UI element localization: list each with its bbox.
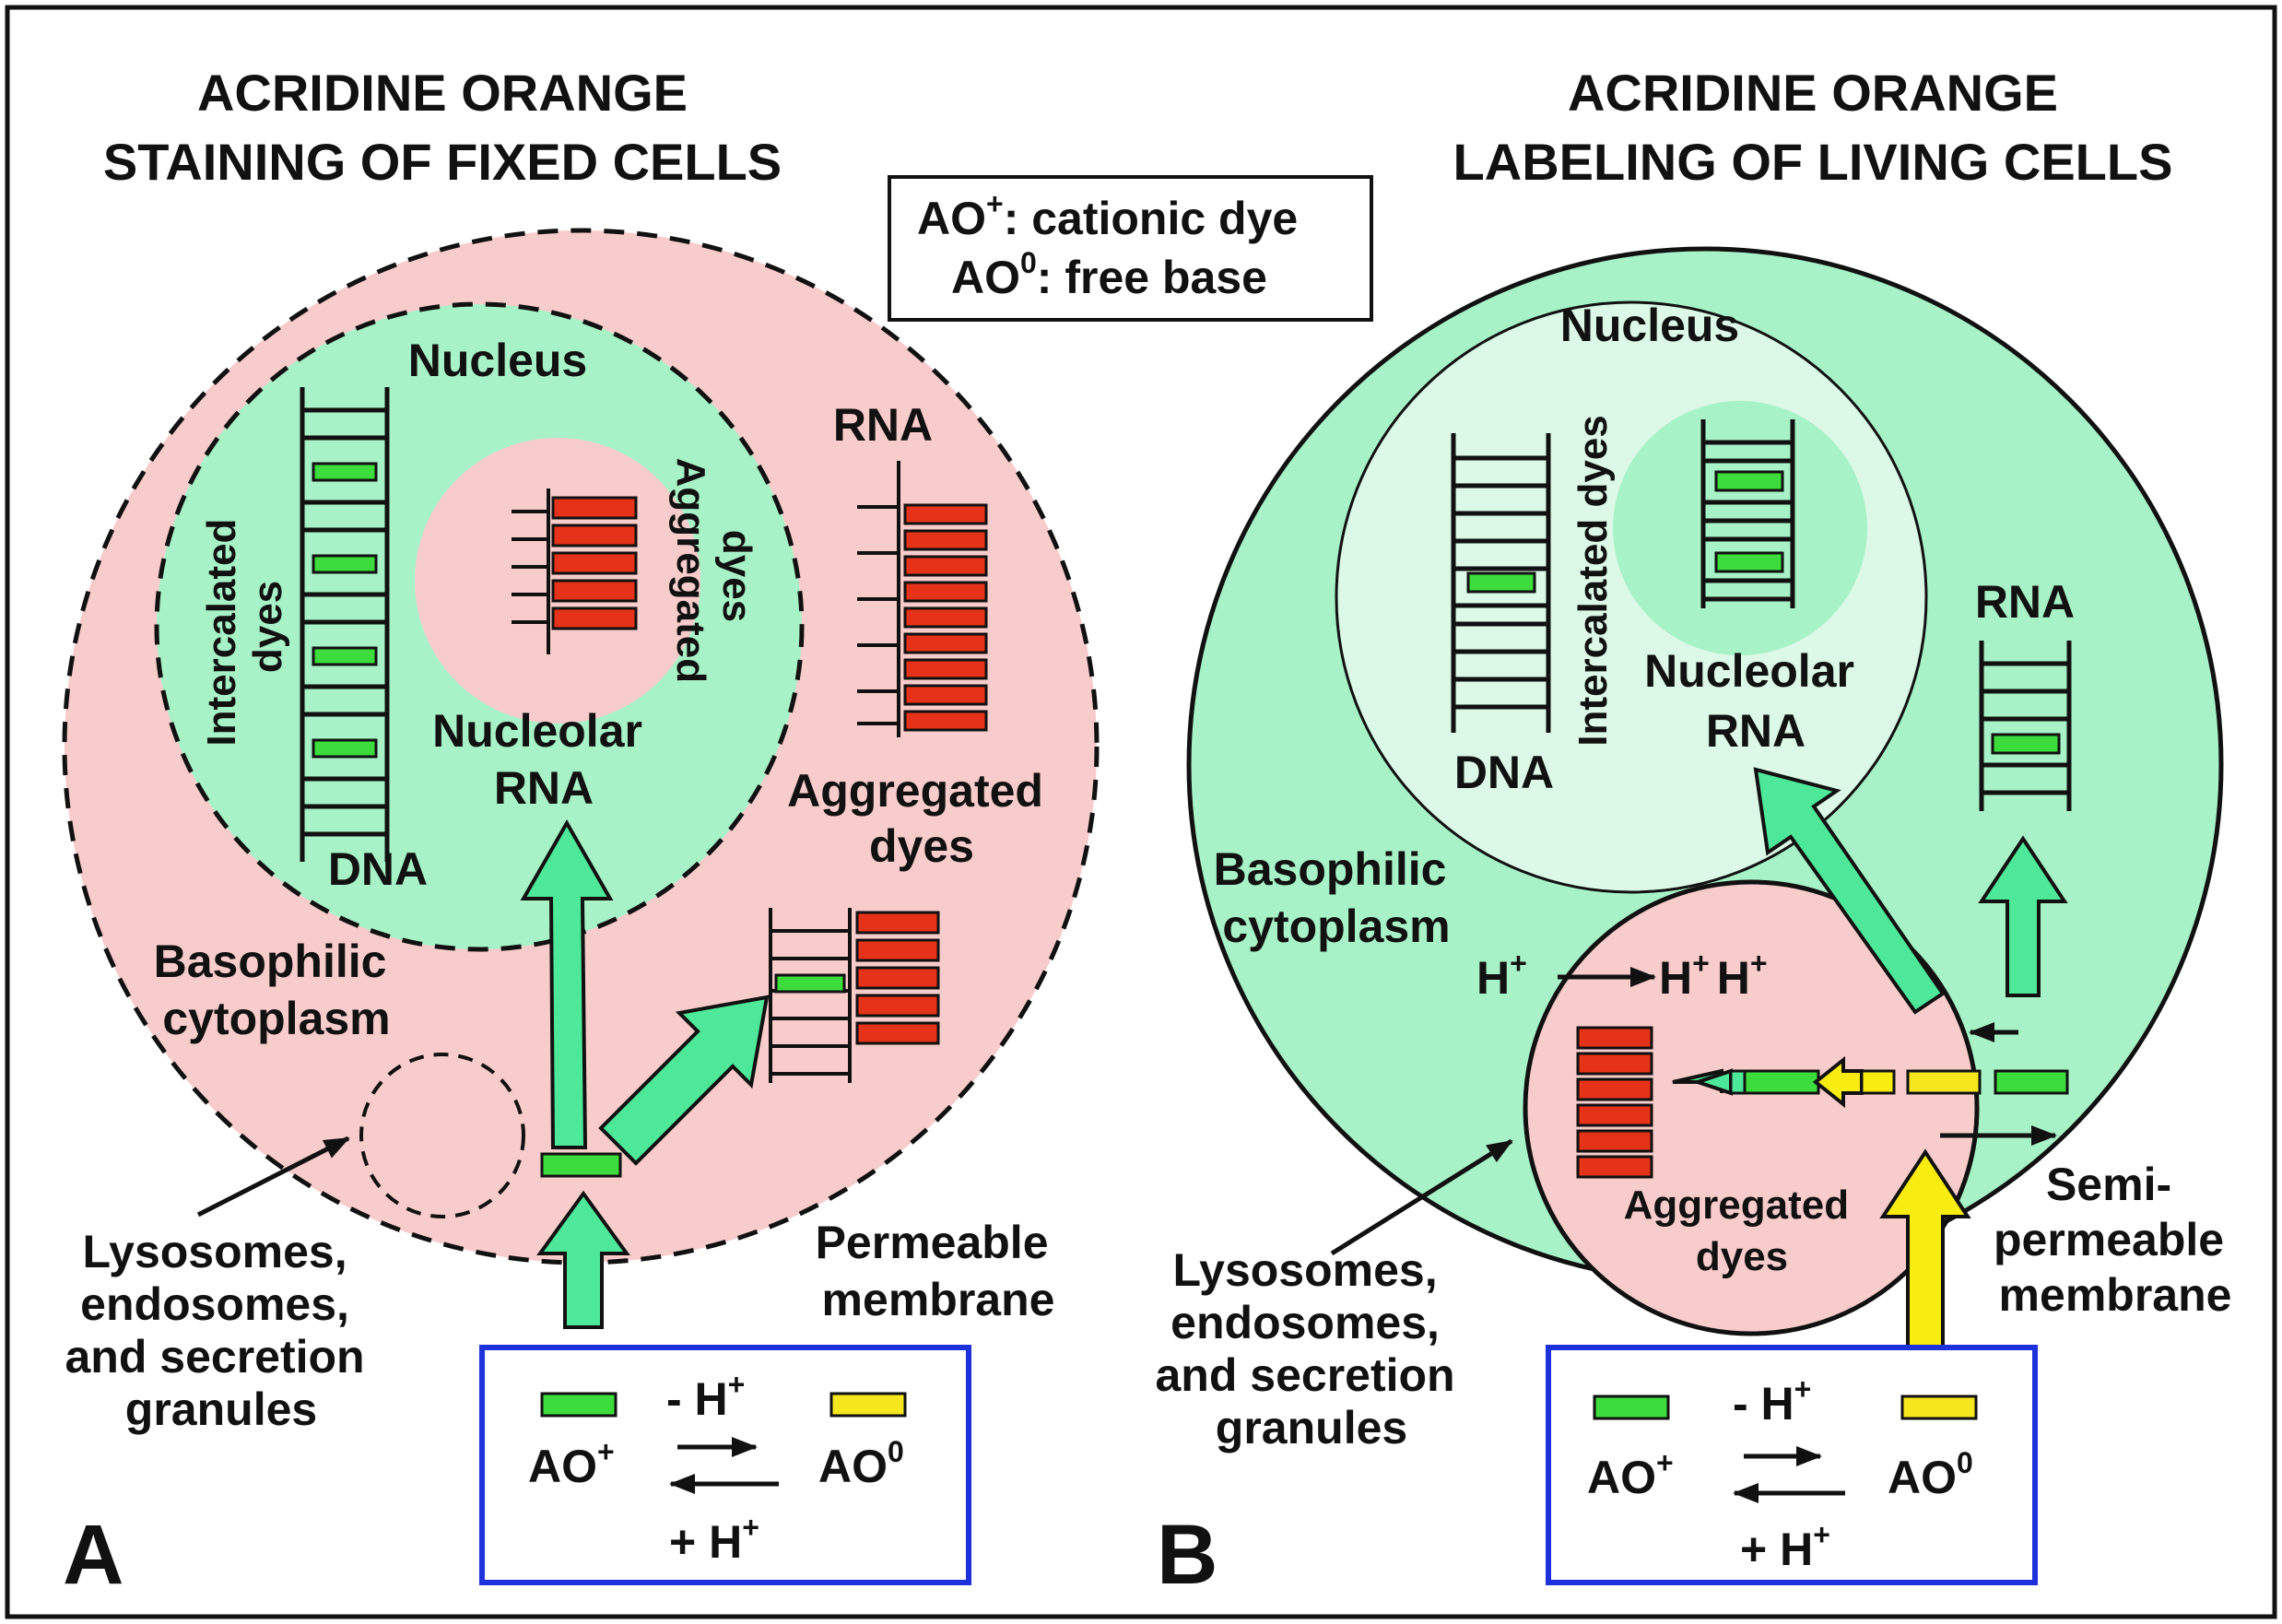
lysosome-pointer-a [196,1136,350,1218]
panel-a-rna-label: RNA [833,399,933,451]
dna-ladder-b [1451,433,1551,733]
legend: AO+: cationic dye AO0: free base [888,175,1373,322]
panel-b-aggregated-label: Aggregated dyes [1624,1183,1861,1279]
cytoplasmic-rna-intercalated-dye-b [1991,733,2061,755]
membrane-cation-dye-b [1994,1069,2069,1095]
panel-a: ACRIDINE ORANGE STAINING OF FIXED CELLS … [62,64,1100,1602]
panel-b-title-line1: ACRIDINE ORANGE [1568,64,2058,122]
equation-box-b [1546,1345,2038,1585]
panel-b-dna-label: DNA [1454,747,1554,798]
arrow-yellow-short-b [1812,1055,1864,1109]
yellow-bar-b [1860,1069,1896,1095]
proton-inside-label: H+H+ [1659,947,1768,1004]
panel-a-lysosomes-label: Lysosomes, endosomes, and secretion gran… [65,1226,377,1435]
rna-small-intercalated-dye-a [774,973,846,994]
living-nucleolus [1613,401,1867,655]
panel-b-title-line2: LABELING OF LIVING CELLS [1453,133,2173,191]
equation-cation-dye-a [540,1392,618,1418]
panel-b-basophilic-label: Basophilic cytoplasm [1214,843,1460,952]
panel-b-membrane-label: Semi- permeable membrane [1994,1159,2237,1321]
arrow-into-cell-a [536,1190,630,1329]
arrow-yellow-into-cell-b [1879,1148,1971,1349]
equation-minus-h-a: - H+ [666,1368,745,1425]
equation-cation-label-a: AO+ [528,1435,615,1492]
equation-cation-label-b: AO+ [1587,1446,1674,1503]
nucleolar-aggregated-dyes-a [551,496,638,630]
dna-a-intercalated-dyes [312,462,378,759]
legend-box [888,175,1373,322]
equation-cation-dye-b [1593,1395,1670,1420]
living-lysosome [1523,879,1980,1336]
panel-a-title-line2: STAINING OF FIXED CELLS [103,133,782,191]
legend-free-base: AO0: free base [951,246,1267,303]
panel-b-letter: B [1157,1508,1217,1602]
lysosome-pointer-b [1330,1138,1513,1256]
panel-a-letter: A [63,1508,124,1602]
dna-ladder-a [300,387,390,862]
panel-a-aggregated-label: Aggregated dyes [787,765,1056,872]
membrane-base-dye-b [1906,1069,1982,1095]
proton-outside-label: H+ [1476,947,1527,1004]
lysosome-aggregated-dyes-b [1576,1026,1653,1179]
arrow-to-cytoplasmic-rna-a [598,994,770,1166]
panel-b-nucleus-label: Nucleus [1560,300,1740,351]
nucleolar-intercalated-dyes-b [1714,470,1784,573]
cytoplasmic-aggregated-dyes-a [903,503,988,732]
nucleolar-rna-ladder-b [1700,419,1795,608]
panel-a-intercalated-label: Intercalated dyes [199,507,290,746]
cytoplasmic-rna-a [857,461,900,737]
panel-a-aggregated-vertical-label: Aggregated dyes [668,458,759,695]
panel-a-basophilic-label: Basophilic cytoplasm [154,936,400,1044]
cytoplasmic-rna-ladder-b [1979,641,2072,811]
equation-plus-h-a: + H+ [669,1511,759,1568]
equation-box-a [479,1345,971,1585]
rna-ladder-small-a [769,908,852,1083]
panel-a-title-line1: ACRIDINE ORANGE [197,64,688,122]
panel-a-membrane-label: Permeable membrane [816,1217,1062,1325]
dna-b-intercalated-dye [1466,571,1536,594]
rna-small-aggregated-dyes-a [855,911,940,1045]
cytoplasmic-cation-dye-a [540,1152,622,1178]
arrow-to-nucleolar-rna-b [1753,767,1946,1015]
equation-base-dye-b [1900,1395,1978,1420]
nucleolar-rna-comb-a [512,488,550,654]
equation-base-dye-a [829,1392,907,1418]
equation-plus-h-b: + H+ [1740,1518,1830,1575]
lysosome-cation-dye-b [1743,1069,1820,1095]
panel-b: ACRIDINE ORANGE LABELING OF LIVING CELLS… [1155,64,2237,1602]
equation-minus-h-b: - H+ [1733,1372,1811,1430]
panel-a-dna-label: DNA [328,843,428,895]
panel-a-nucleus-label: Nucleus [408,335,588,386]
arrow-to-cytoplasmic-rna-b [1978,835,2068,997]
panel-b-intercalated-label: Intercalated dyes [1570,415,1616,747]
panel-b-lysosomes-label: Lysosomes, endosomes, and secretion gran… [1155,1244,1467,1453]
panel-a-nucleolar-label: Nucleolar RNA [432,705,655,814]
panel-b-rna-label: RNA [1975,576,2075,628]
equation-base-label-b: AO0 [1888,1446,1973,1503]
arrow-to-nucleolus-a [520,818,614,1149]
equation-base-label-a: AO0 [818,1435,904,1492]
panel-b-nucleolar-label: Nucleolar RNA [1644,645,1867,757]
legend-cationic-dye: AO+: cationic dye [917,187,1298,244]
fixed-lysosome [359,1053,525,1218]
